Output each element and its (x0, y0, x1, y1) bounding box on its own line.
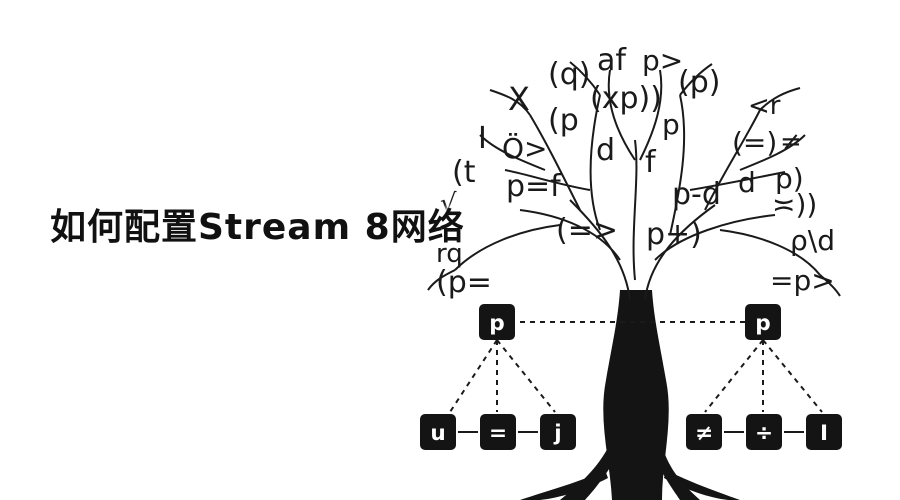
right-child-node: ÷ (746, 414, 782, 450)
canopy-symbol: p> (642, 44, 683, 77)
left-edge-3 (496, 339, 556, 413)
canopy-symbol: p=f (506, 169, 562, 204)
hierarchy-diagram (449, 321, 823, 433)
tree-trunk (520, 290, 740, 500)
canopy-symbol: (t (452, 155, 476, 190)
canopy-symbol: p) (775, 162, 804, 195)
canopy-symbol: Ö> (502, 131, 548, 165)
canopy-symbol: =p> (770, 264, 835, 297)
left-root-node-label: p (489, 311, 504, 336)
canopy-symbol: ≠ (780, 127, 802, 157)
canopy-symbol: <r (748, 91, 781, 121)
canopy-symbol: p-d (672, 177, 721, 212)
right-edge-1 (704, 339, 764, 413)
canopy-symbol: I (478, 121, 487, 156)
right-child-node-label: ≠ (695, 421, 713, 446)
left-root-node-box (479, 304, 515, 340)
canopy-symbol: X (508, 80, 530, 118)
right-child-node-box (686, 414, 722, 450)
canopy-symbol: f (645, 145, 657, 180)
right-child-node-box (746, 414, 782, 450)
canopy-symbol: (p (548, 103, 579, 138)
left-child-node-label: u (430, 421, 445, 446)
canopy-symbol: p+) (646, 217, 702, 252)
left-child-node: = (480, 414, 516, 450)
right-root-node-box (745, 304, 781, 340)
tree-branches (427, 61, 841, 301)
canopy-symbol: (p) (678, 65, 720, 100)
right-child-node-label: ÷ (755, 421, 773, 446)
canopy-symbol: af (597, 43, 627, 78)
left-child-node: j (540, 414, 576, 450)
canopy-symbol: ρ\d (790, 224, 835, 257)
canopy-symbol: p (662, 108, 680, 141)
right-child-node-box (806, 414, 842, 450)
diagram-nodes: p p u = j ≠ ÷ I (420, 304, 842, 450)
canopy-symbol: (=) (732, 126, 777, 159)
left-child-node-box (420, 414, 456, 450)
right-root-node: p (745, 304, 781, 340)
canopy-symbol: ≍)) (772, 188, 817, 221)
canopy-symbol: rq (436, 239, 463, 269)
right-root-node-label: p (755, 311, 770, 336)
canopy-symbol: d (738, 166, 756, 199)
left-child-node-label: = (489, 421, 507, 446)
right-child-node: ≠ (686, 414, 722, 450)
left-child-node-box (540, 414, 576, 450)
page-title: 如何配置Stream 8网络 (50, 207, 465, 248)
right-edge-3 (762, 339, 823, 413)
canopy-symbol: (=> (556, 213, 618, 248)
canopy-symbol: d (596, 133, 615, 168)
canopy-symbol: √ (440, 189, 457, 219)
right-child-node-label: I (820, 421, 828, 446)
canopy-symbol: (q) (548, 57, 590, 92)
canopy-symbol: (xp)) (590, 81, 662, 116)
left-child-node-box (480, 414, 516, 450)
canopy-symbol: (p= (436, 265, 492, 300)
left-root-node: p (479, 304, 515, 340)
left-edge-1 (449, 339, 498, 413)
right-child-node: I (806, 414, 842, 450)
left-child-node-label: j (553, 421, 561, 446)
left-child-node: u (420, 414, 456, 450)
